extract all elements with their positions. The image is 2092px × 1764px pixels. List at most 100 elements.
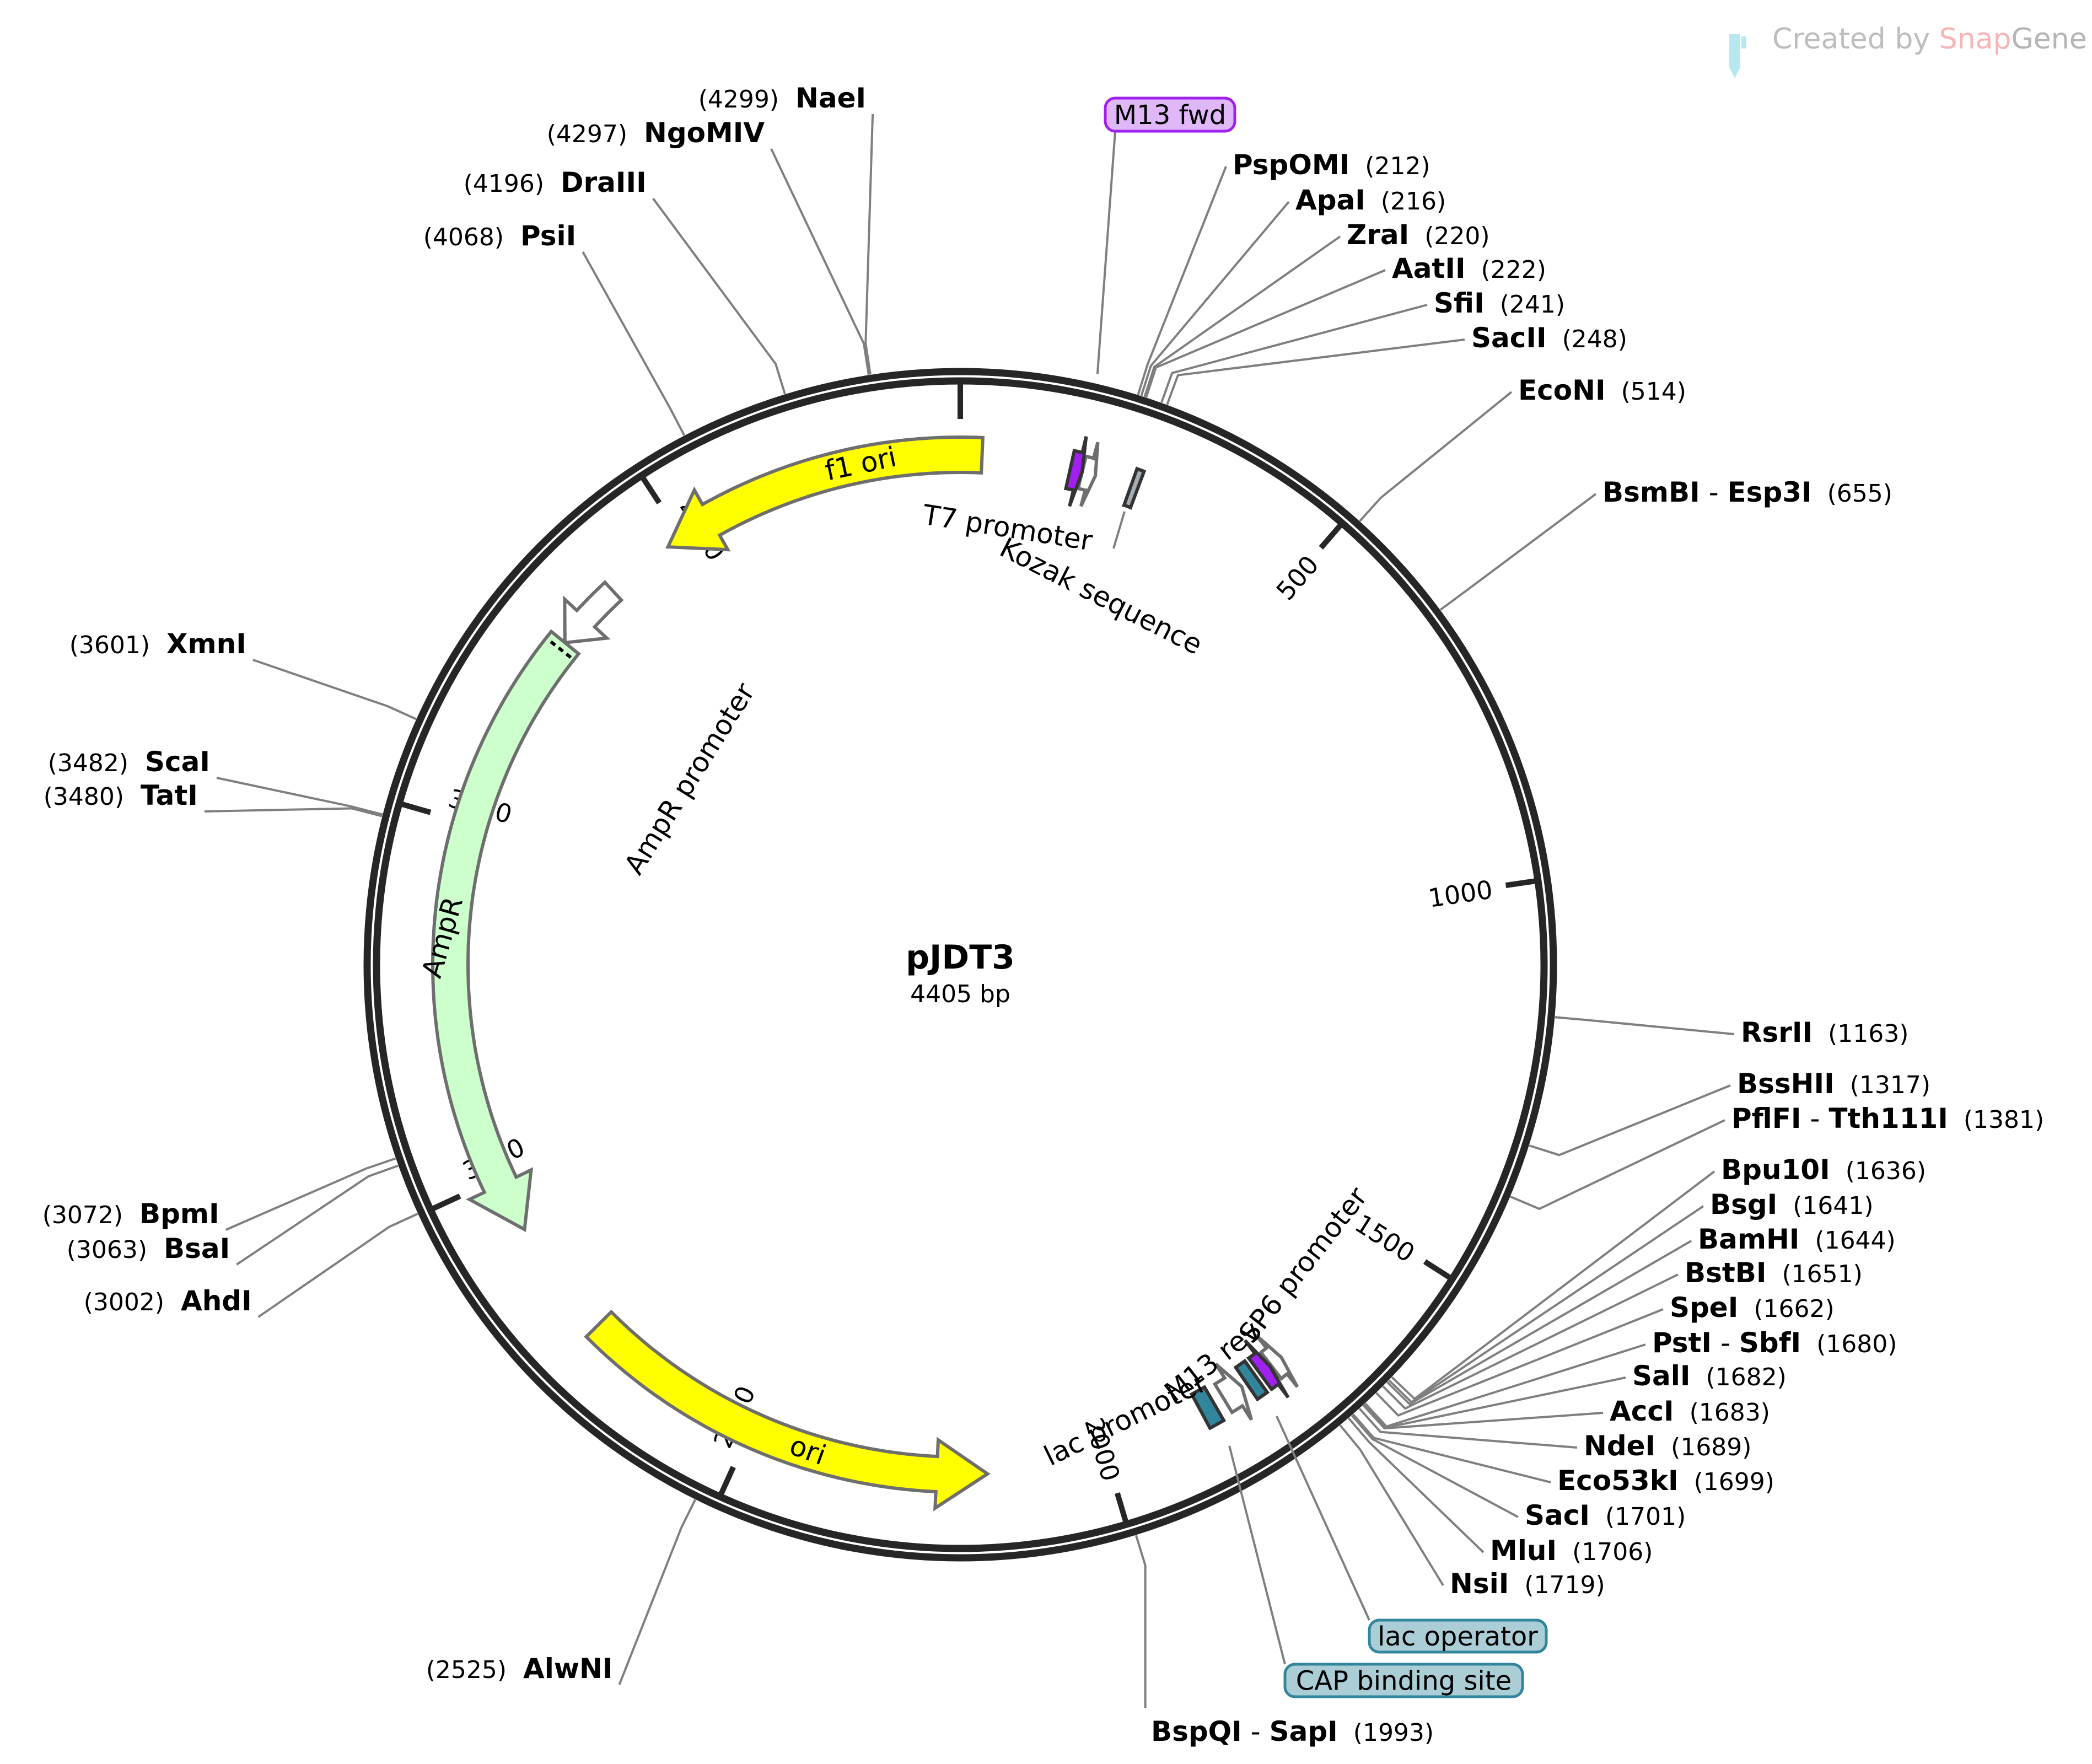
enzyme-name-primary: NsiI [1450,1568,1509,1600]
watermark-snap: Snap [1939,23,2012,56]
enzyme-site-ngomiv[interactable]: NgoMIV(4297) [547,117,765,149]
enzyme-name-primary: EcoNI [1518,374,1606,406]
enzyme-position: (1641) [1793,1192,1873,1220]
enzyme-site-mlui[interactable]: MluI(1706) [1490,1535,1653,1567]
boxed-label-lac-operator[interactable]: lac operator [1368,1618,1548,1654]
enzyme-leader-line [1375,1308,1664,1417]
enzyme-leader-line [236,1164,399,1266]
enzyme-leader-line [1134,1535,1147,1708]
enzyme-site-sacii[interactable]: SacII(248) [1471,322,1627,354]
enzyme-site-xmni[interactable]: XmnI(3601) [69,628,246,660]
enzyme-name: ZraI [1347,219,1409,251]
feature-cap-binding-site[interactable] [1189,1385,1227,1430]
enzyme-name-primary: AccI [1610,1395,1674,1427]
enzyme-position: (220) [1424,222,1489,250]
enzyme-site-sali[interactable]: SalI(1682) [1632,1360,1787,1392]
feature-label-ampr-promoter: AmpR promoter [618,677,761,880]
enzyme-name: AhdI [181,1285,252,1317]
enzyme-name: AccI [1610,1395,1674,1427]
enzyme-site-zrai[interactable]: ZraI (220) [1347,219,1490,251]
tick-label: 500 [1271,550,1325,606]
enzyme-leader-line [770,148,870,375]
enzyme-site-bsmbi[interactable]: BsmBI - Esp3I(655) [1602,476,1892,508]
feature-lac-promoter[interactable] [1212,1363,1253,1421]
enzyme-position: (1636) [1846,1157,1926,1185]
enzyme-site-draiii[interactable]: DraIII(4196) [464,166,647,198]
enzyme-name-primary: SfiI [1434,287,1485,319]
enzyme-position: (3002) [84,1288,164,1316]
enzyme-name: XmnI [166,628,246,660]
enzyme-name-primary: PspOMI [1233,149,1349,181]
label-text: CAP binding site [1296,1666,1512,1697]
plasmid-name: pJDT3 [906,938,1015,977]
enzyme-leader-line [204,807,383,818]
enzyme-name-primary: SpeI [1670,1292,1738,1324]
tick-mark [1423,1259,1451,1280]
feature-ori[interactable] [584,1309,991,1512]
feature-ampr[interactable] [431,629,581,1233]
boxed-label-m13-fwd[interactable]: M13 fwd [1104,96,1236,133]
boxed-label-cap-binding-site[interactable]: CAP binding site [1283,1663,1524,1698]
enzyme-name-primary: SacI [1525,1499,1590,1531]
enzyme-site-scai[interactable]: ScaI(3482) [48,746,210,778]
boxed-label-leader [1228,1445,1286,1665]
enzyme-site-rsrii[interactable]: RsrII(1163) [1741,1017,1908,1048]
feature-m13-rev[interactable] [1243,1339,1290,1399]
enzyme-name: BssHII [1737,1068,1835,1100]
feature-sp6-promoter[interactable] [1255,1333,1299,1388]
enzyme-site-tati[interactable]: TatI(3480) [44,779,198,811]
enzyme-site-ahdi[interactable]: AhdI (3002) [84,1285,252,1317]
enzyme-leader-line [1145,269,1386,398]
enzyme-name-primary: PsiI [520,220,576,252]
enzyme-site-naei[interactable]: NaeI(4299) [698,82,866,114]
feature-label-lac-promoter: lac promoter [1039,1366,1212,1472]
backbone [363,368,1557,1562]
enzyme-position: (216) [1381,187,1446,216]
backbone-outer-strand [363,368,1557,1562]
enzyme-site-acci[interactable]: AccI(1683) [1610,1395,1770,1427]
enzyme-position: (1706) [1572,1538,1653,1566]
feature-lac-operator[interactable] [1233,1358,1270,1402]
enzyme-site-sfii[interactable]: SfiI(241) [1434,287,1565,319]
enzyme-site-saci[interactable]: SacI(1701) [1525,1499,1686,1531]
enzyme-separator: - [1712,1327,1739,1359]
feature-m13-fwd[interactable] [1063,436,1088,507]
feature-t7-promoter[interactable] [1076,442,1100,507]
enzyme-site-bstbi[interactable]: BstBI(1651) [1685,1257,1863,1289]
label-box [1104,96,1236,133]
enzyme-site-bsshii[interactable]: BssHII(1317) [1737,1068,1930,1100]
enzyme-site-eco53ki[interactable]: Eco53kI(1699) [1557,1465,1774,1497]
enzyme-name: ApaI [1295,184,1365,216]
enzyme-site-aatii[interactable]: AatII(222) [1392,252,1546,284]
enzyme-position: (4297) [547,120,627,148]
enzyme-name: RsrII [1741,1017,1813,1048]
watermark: Created by SnapGene [1729,23,2087,78]
enzyme-site-bpu10i[interactable]: Bpu10I (1636) [1721,1154,1926,1186]
enzyme-site-pspomi[interactable]: PspOMI(212) [1233,149,1430,181]
enzyme-site-psti[interactable]: PstI - SbfI(1680) [1652,1327,1897,1359]
enzyme-leader-line [1555,1016,1735,1035]
enzyme-site-bamhi[interactable]: BamHI(1644) [1698,1223,1896,1255]
enzyme-leader-line [1529,1084,1731,1157]
enzyme-site-bsgi[interactable]: BsgI(1641) [1710,1188,1874,1220]
feature-kozak-sequence[interactable] [1121,466,1147,510]
enzyme-name: Bpu10I [1721,1154,1830,1186]
enzyme-leader-line [1358,1407,1578,1449]
enzyme-name-primary: Eco53kI [1557,1465,1679,1497]
enzyme-site-alwni[interactable]: AlwNI(2525) [426,1653,613,1685]
enzyme-site-spei[interactable]: SpeI(1662) [1670,1292,1835,1324]
enzyme-site-apai[interactable]: ApaI (216) [1295,184,1446,216]
feature-ampr-promoter[interactable] [563,579,624,645]
enzyme-name-primary: BssHII [1737,1068,1835,1100]
enzyme-site-pflfi[interactable]: PflFI - Tth111I(1381) [1731,1102,2044,1134]
enzyme-site-nsii[interactable]: NsiI(1719) [1450,1568,1605,1600]
enzyme-site-psii[interactable]: PsiI(4068) [423,220,577,252]
enzyme-site-econi[interactable]: EcoNI(514) [1518,374,1686,406]
enzyme-site-ndei[interactable]: NdeI(1689) [1584,1430,1751,1462]
enzyme-site-bsai[interactable]: BsaI(3063) [67,1233,230,1265]
enzyme-site-bpmi[interactable]: BpmI(3072) [42,1198,219,1230]
tick-mark [1505,878,1535,889]
enzyme-name: PflFI - Tth111I [1731,1102,1948,1134]
feature-f1-ori[interactable] [665,435,985,552]
enzyme-site-bspqi[interactable]: BspQI - SapI(1993) [1151,1715,1434,1747]
